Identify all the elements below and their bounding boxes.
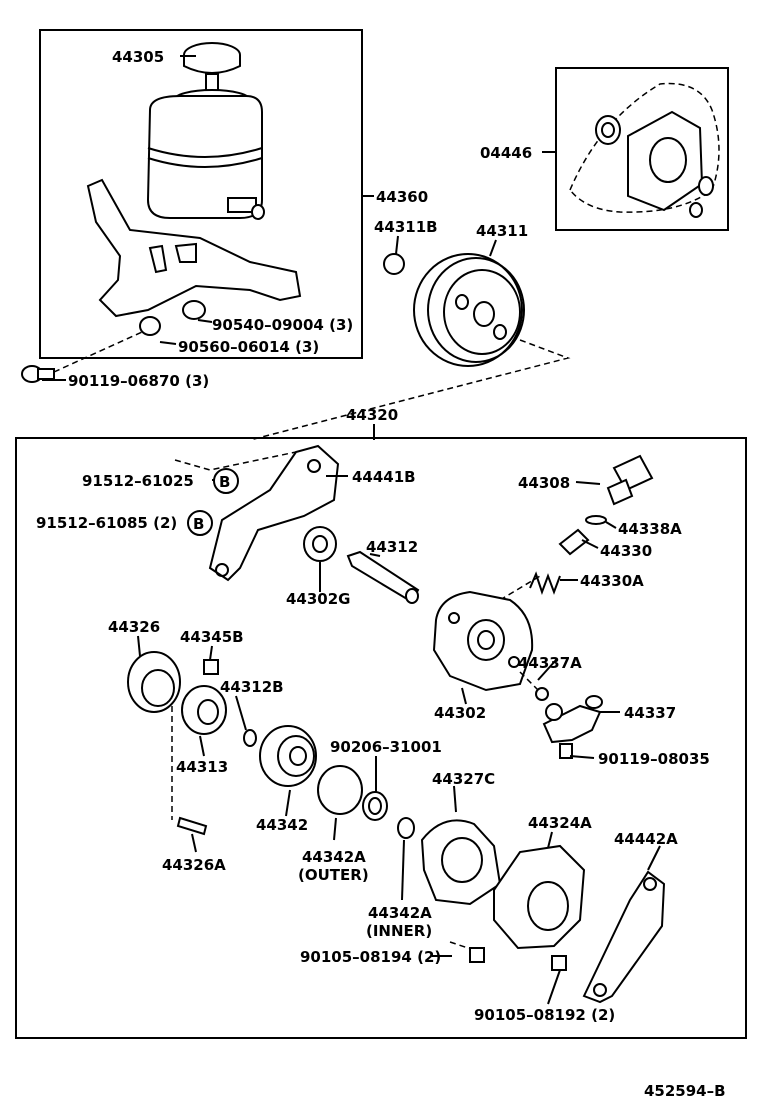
label-44327C: 44327C (432, 770, 495, 788)
label-44337: 44337 (624, 704, 676, 722)
label-44302: 44302 (434, 704, 486, 722)
label-44326: 44326 (108, 618, 160, 636)
label-44312B: 44312B (220, 678, 284, 696)
label-44320: 44320 (346, 406, 398, 424)
rear-housing-44324A (493, 844, 586, 950)
label-44337A: 44337A (518, 654, 582, 672)
oring-44342A-inner (397, 817, 415, 839)
label-04446: 04446 (480, 144, 532, 162)
bolt-90119-06870 (21, 365, 55, 383)
oring-44337A (535, 687, 549, 701)
valve-44330 (558, 528, 590, 556)
vane-44345B (203, 659, 219, 675)
label-44324A: 44324A (528, 814, 592, 832)
label-44441B: 44441B (352, 468, 416, 486)
pulley-nut-44311B (383, 253, 405, 275)
pump-assembly-frame (15, 437, 747, 1039)
bearing-44302G (303, 526, 337, 562)
label-44312: 44312 (366, 538, 418, 556)
front-plate-44342 (259, 725, 317, 787)
label-44313: 44313 (176, 758, 228, 776)
label-44345B: 44345B (180, 628, 244, 646)
snap-ring-90206-31001 (362, 791, 388, 821)
pulley-44311 (413, 253, 525, 367)
leader-lines (42, 55, 661, 1005)
bolt-90105-08194 (449, 941, 485, 963)
rotor-44313 (181, 685, 227, 735)
bracket-cushion-90540 (182, 300, 206, 320)
callout-b-text-2: B (193, 515, 204, 533)
label-44442A: 44442A (614, 830, 678, 848)
label-44330A: 44330A (580, 572, 644, 590)
label-90206-31001: 90206–31001 (330, 738, 442, 756)
fitting-44308 (606, 454, 654, 506)
shaft-44312 (346, 550, 420, 604)
label-44311: 44311 (476, 222, 528, 240)
oring-44342A-outer (317, 765, 363, 815)
gasket-44327C (420, 819, 502, 906)
union-44337 (542, 695, 603, 744)
label-90560-06014: 90560–06014 (3) (178, 338, 319, 356)
label-44311B: 44311B (374, 218, 438, 236)
pin-44312B (243, 729, 257, 747)
diagram-id: 452594–B (644, 1082, 726, 1100)
label-44330: 44330 (600, 542, 652, 560)
bolt-90105-08192 (551, 955, 567, 971)
callout-circle-b1: B (213, 468, 239, 494)
leader-dashed-pulley (249, 339, 571, 441)
bracket-44442A (582, 870, 666, 1004)
label-91512-61025: 91512–61025 (82, 472, 194, 490)
leader-dashed-bracket (174, 451, 297, 471)
label-90119-06870: 90119–06870 (3) (68, 372, 209, 390)
cam-ring-44326 (127, 651, 181, 713)
label-90119-08035: 90119–08035 (598, 750, 710, 768)
label-44326A: 44326A (162, 856, 226, 874)
label-44342A-outer: 44342A (302, 848, 366, 866)
seal-kit-frame (555, 67, 729, 231)
label-44342: 44342 (256, 816, 308, 834)
bolt-90119-08035 (559, 743, 573, 759)
bracket-cushion-90560 (139, 316, 161, 336)
label-91512-61085: 91512–61085 (2) (36, 514, 177, 532)
seal-kit-gasket (569, 82, 720, 218)
pump-body-44302 (432, 590, 534, 692)
callout-circle-b2: B (187, 510, 213, 536)
label-outer: (OUTER) (298, 866, 369, 884)
label-90105-08192: 90105–08192 (2) (474, 1006, 615, 1024)
reservoir-tank (146, 89, 265, 220)
spring-44330A (529, 571, 561, 595)
bracket-44441B (208, 444, 340, 582)
reservoir-bracket (86, 178, 302, 318)
straight-pin-44326A (176, 816, 208, 836)
label-90540-09004: 90540–09004 (3) (212, 316, 353, 334)
leader-dashed-valve (499, 575, 541, 601)
label-44308: 44308 (518, 474, 570, 492)
label-44342A-inner: 44342A (368, 904, 432, 922)
label-inner: (INNER) (366, 922, 432, 940)
label-44302G: 44302G (286, 590, 351, 608)
label-44305: 44305 (112, 48, 164, 66)
label-44360: 44360 (376, 188, 428, 206)
label-44338A: 44338A (618, 520, 682, 538)
reservoir-group-frame (39, 29, 363, 359)
label-90105-08194: 90105–08194 (2) (300, 948, 441, 966)
oring-44338A (585, 515, 607, 525)
callout-b-text-1: B (219, 473, 230, 491)
leader-dashed-bolt (53, 331, 143, 373)
